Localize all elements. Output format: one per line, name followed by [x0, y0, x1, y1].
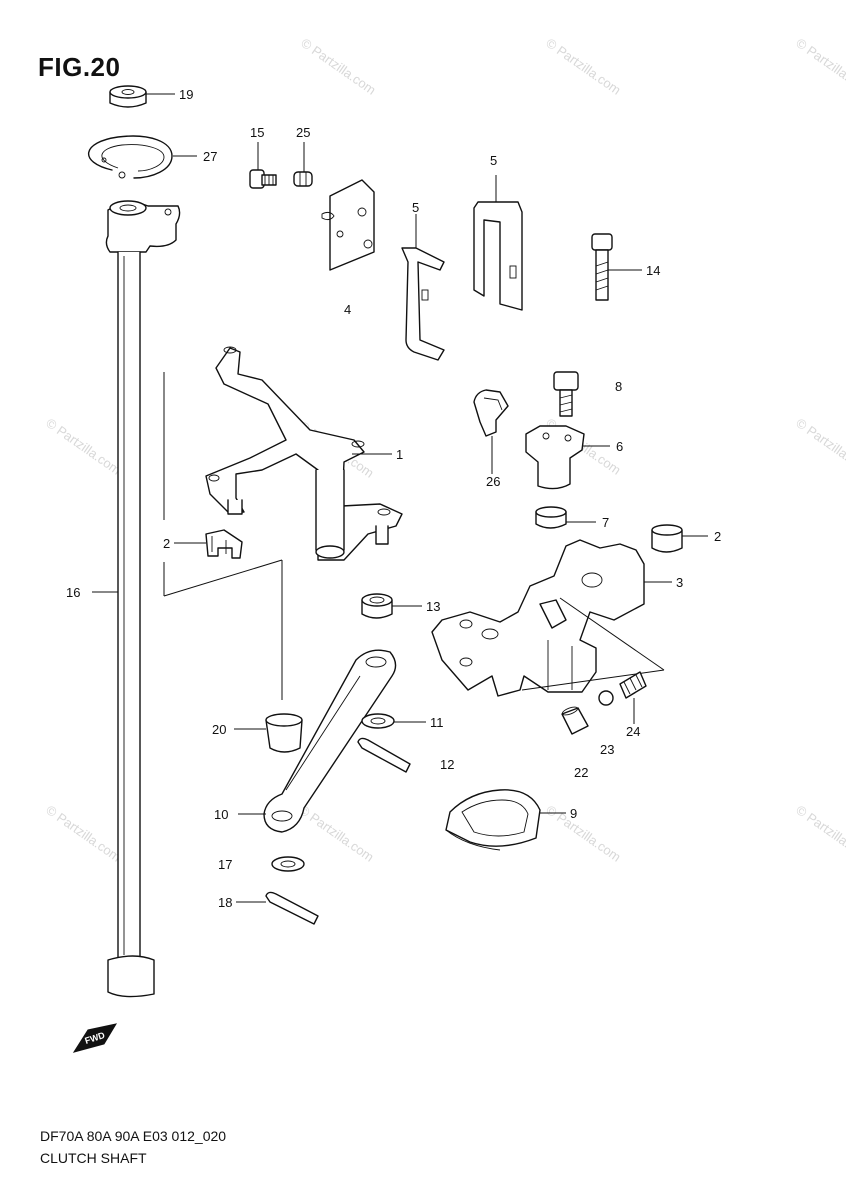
- part-16-clutch-shaft: [105, 200, 181, 998]
- callout-4: 4: [344, 302, 351, 317]
- callout-17: 17: [218, 857, 232, 872]
- callout-labels: 19 27 15 25 5 5 4 14 8 1 6 26 7 2 2 3 16…: [66, 87, 721, 910]
- watermark-text: © Partzilla.com: [43, 802, 123, 865]
- part-19-plug: [109, 85, 147, 108]
- part-23-ball: [598, 690, 614, 706]
- part-24-spring: [619, 671, 647, 699]
- part-18-cotter-pin: [265, 891, 319, 925]
- part-25-nut: [293, 171, 313, 187]
- callout-10: 10: [214, 807, 228, 822]
- part-3-housing: [431, 539, 645, 697]
- figure-title: FIG.20: [38, 52, 121, 82]
- callout-6: 6: [616, 439, 623, 454]
- callout-18: 18: [218, 895, 232, 910]
- callout-26: 26: [486, 474, 500, 489]
- part-14-bolt: [591, 233, 613, 301]
- part-4-plate: [321, 179, 375, 271]
- callout-7: 7: [602, 515, 609, 530]
- callout-16: 16: [66, 585, 80, 600]
- part-20-bushing: [265, 713, 303, 753]
- part-6-holder: [525, 425, 585, 490]
- watermark-text: © Partzilla.com: [43, 415, 123, 478]
- part-27-snap-ring: [88, 135, 173, 179]
- part-12-cotter-pin: [357, 737, 411, 773]
- callout-11: 11: [430, 715, 444, 730]
- part-9-grommet: [445, 789, 541, 851]
- part-15-bolt: [249, 169, 277, 189]
- part-21-plug: [651, 524, 683, 553]
- part-5-bracket-large: [473, 201, 523, 311]
- part-11-washer: [361, 713, 395, 729]
- callout-25: 25: [296, 125, 310, 140]
- watermark-text: © Partzilla.com: [793, 415, 846, 478]
- callout-20: 20: [212, 722, 226, 737]
- part-5-clip-small: [401, 247, 445, 361]
- part-10-link: [263, 649, 397, 833]
- watermark-text: © Partzilla.com: [296, 802, 376, 865]
- callout-12: 12: [440, 757, 454, 772]
- callout-3: 3: [676, 575, 683, 590]
- part-22-pin: [561, 706, 589, 735]
- watermark-text: © Partzilla.com: [793, 802, 846, 865]
- callout-5: 5: [412, 200, 419, 215]
- watermark-text: © Partzilla.com: [298, 35, 378, 98]
- callout-5: 5: [490, 153, 497, 168]
- callout-8: 8: [615, 379, 622, 394]
- callout-9: 9: [570, 806, 577, 821]
- part-7-cap: [535, 506, 567, 529]
- callout-22: 22: [574, 765, 588, 780]
- callout-23: 23: [600, 742, 614, 757]
- model-line: DF70A 80A 90A E03 012_020: [40, 1128, 227, 1144]
- part-8-bolt: [553, 371, 579, 417]
- callout-13: 13: [426, 599, 440, 614]
- part-2-clip: [205, 529, 243, 559]
- watermark-text: © Partzilla.com: [793, 35, 846, 98]
- fwd-arrow-icon: FWD: [72, 1023, 118, 1053]
- callout-1: 1: [396, 447, 403, 462]
- part-26-clamp: [473, 389, 509, 437]
- callout-24: 24: [626, 724, 640, 739]
- part-13-bushing: [361, 593, 393, 619]
- figure-caption: CLUTCH SHAFT: [40, 1150, 147, 1166]
- callout-2: 2: [714, 529, 721, 544]
- watermark-text: © Partzilla.com: [543, 802, 623, 865]
- part-1-shift-lever: [205, 346, 403, 561]
- callout-2: 2: [163, 536, 170, 551]
- callout-27: 27: [203, 149, 217, 164]
- part-17-washer: [271, 856, 305, 872]
- callout-19: 19: [179, 87, 193, 102]
- callout-15: 15: [250, 125, 264, 140]
- callout-14: 14: [646, 263, 660, 278]
- watermark-text: © Partzilla.com: [543, 35, 623, 98]
